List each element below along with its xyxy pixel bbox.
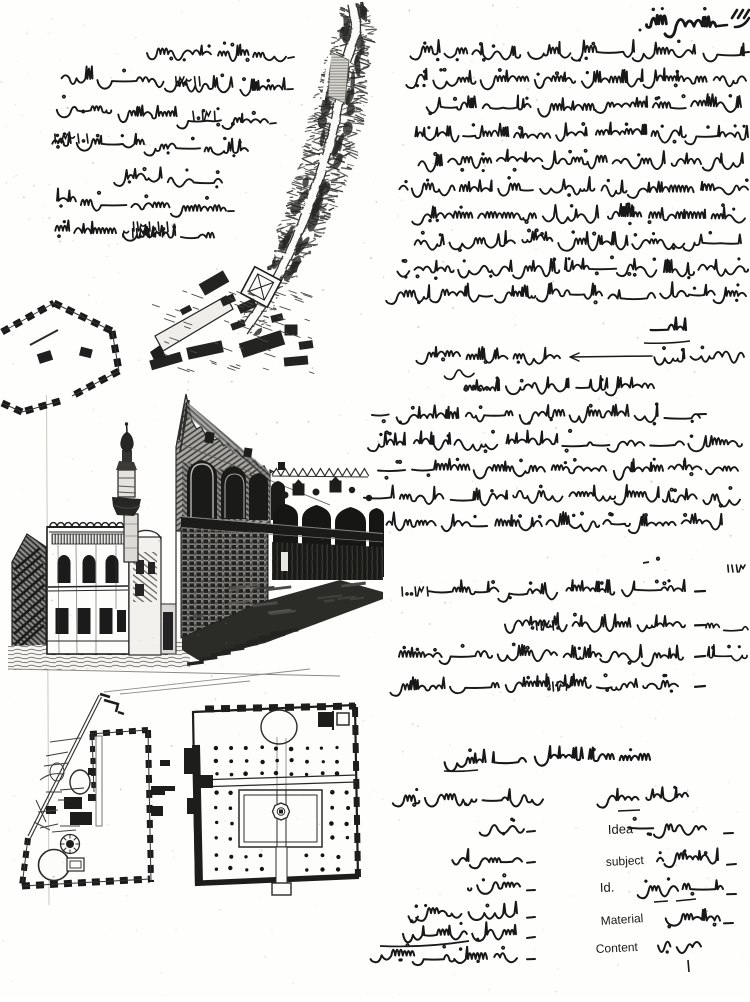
svg-text:Material: Material [600,911,644,928]
svg-text:Id.: Id. [600,880,615,895]
svg-text:Idea: Idea [608,821,635,837]
svg-text:Content: Content [595,940,638,956]
svg-text:subject: subject [605,853,644,869]
